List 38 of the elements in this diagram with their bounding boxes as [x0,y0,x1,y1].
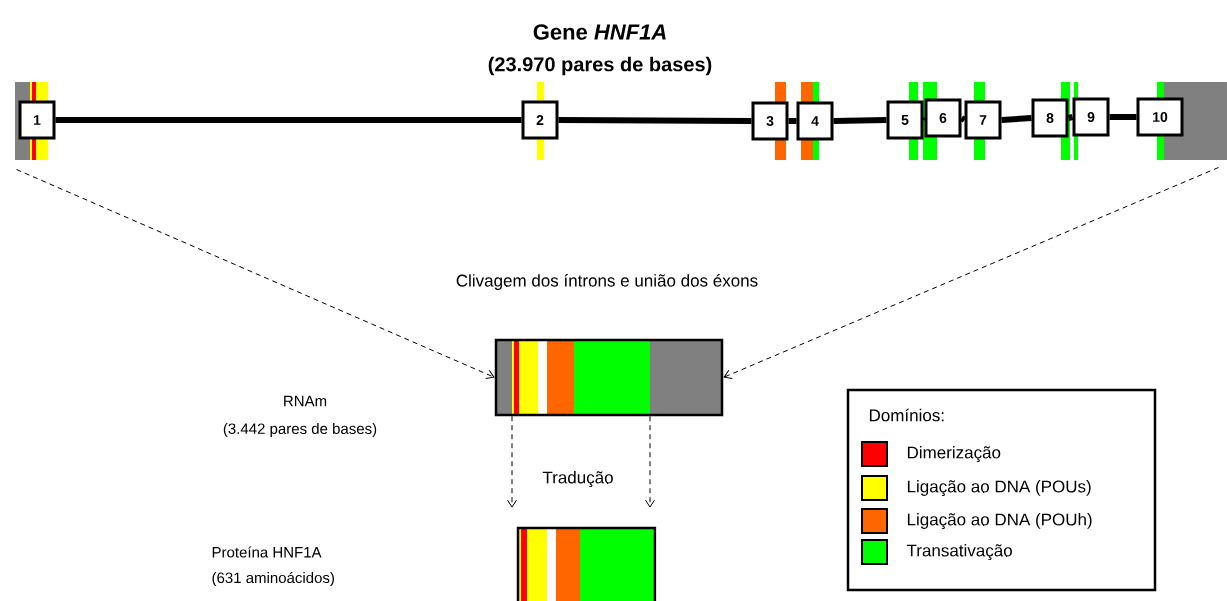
intron-line [833,117,887,124]
legend-label: Ligação ao DNA (POUs) [907,480,1091,496]
dashed-arrow [16,169,495,379]
title: Gene HNF1A [533,24,666,40]
protein-label: (631 aminoácidos) [212,571,334,587]
intron-line [1109,114,1137,120]
exon-box: 3 [751,101,789,141]
intron-line [920,116,928,122]
legend-label: Dimerização [907,446,1001,462]
intron-line [1067,114,1074,121]
legend-label: Transativação [906,544,1012,560]
protein-label: Proteína HNF1A [212,546,322,558]
exon-box: 8 [1031,98,1069,138]
mrna-label: (3.442 pares de bases) [223,423,377,437]
exon-box: 10 [1136,97,1184,137]
exon-box: 2 [521,100,559,140]
dashed-arrow [507,415,517,508]
step-label: Clivagem dos íntrons e união dos éxons [456,273,758,290]
legend-label: Ligação ao DNA (POUh) [907,513,1092,529]
exon-box: 4 [796,101,834,141]
intron-line [788,118,797,124]
intron-line [55,117,522,123]
exon-box: 1 [18,100,56,140]
dashed-arrow [723,167,1219,380]
dashed-arrow [645,415,655,508]
intron-line [558,117,752,124]
mrna-label: RNAm [284,395,327,407]
protein-bar [516,526,657,601]
legend-title: Domínios: [869,408,944,422]
exon-box: 5 [886,100,924,140]
exon-box: 7 [964,100,1002,140]
intron-line [959,115,967,123]
exon-box: 6 [924,98,962,138]
exon-box: 9 [1072,97,1110,137]
subtitle: (23.970 pares de bases) [488,56,712,76]
intron-line [1001,115,1032,123]
step-label: Tradução [542,471,613,487]
mrna-bar [494,338,724,417]
